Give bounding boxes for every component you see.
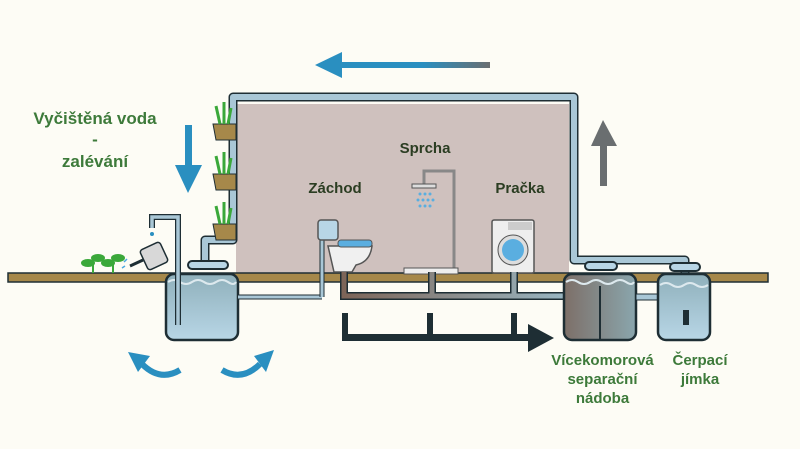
washing-machine-label: Pračka [495, 180, 545, 197]
separator-line3: nádoba [575, 389, 630, 407]
flow-arrow-up [591, 120, 617, 186]
watering-can-icon [121, 241, 169, 271]
separator-line2: separační [567, 370, 638, 388]
separator-line1: Vícekomorová [551, 352, 654, 369]
flow-arrow-left [315, 52, 490, 78]
toilet-icon [317, 219, 373, 273]
pump-line1: Čerpací [672, 352, 728, 369]
storage-tank [164, 240, 325, 342]
plant-icon [81, 254, 125, 273]
clean-water-line2: - [92, 130, 98, 150]
planter-icon [212, 102, 237, 241]
clean-water-line1: Vyčištěná voda [33, 109, 157, 128]
tap-icon [149, 214, 181, 325]
pump-label: Čerpací jímka [665, 352, 735, 390]
toilet-label: Záchod [308, 180, 362, 197]
shower-icon [403, 169, 459, 275]
separator-label: Vícekomorová separační nádoba [540, 352, 665, 408]
pump-line2: jímka [680, 370, 720, 388]
shower-label: Sprcha [399, 140, 451, 157]
clean-water-label: Vyčištěná voda - zalévání [20, 108, 170, 172]
ground-line [7, 272, 769, 283]
separator-tank [562, 261, 663, 342]
flow-arrow-right [342, 313, 554, 352]
washing-machine-icon [491, 219, 535, 274]
clean-water-line3: zalévání [61, 151, 129, 171]
pump-tank [656, 262, 712, 342]
flow-arrow-down [175, 125, 202, 193]
circulation-arrows [128, 350, 274, 378]
